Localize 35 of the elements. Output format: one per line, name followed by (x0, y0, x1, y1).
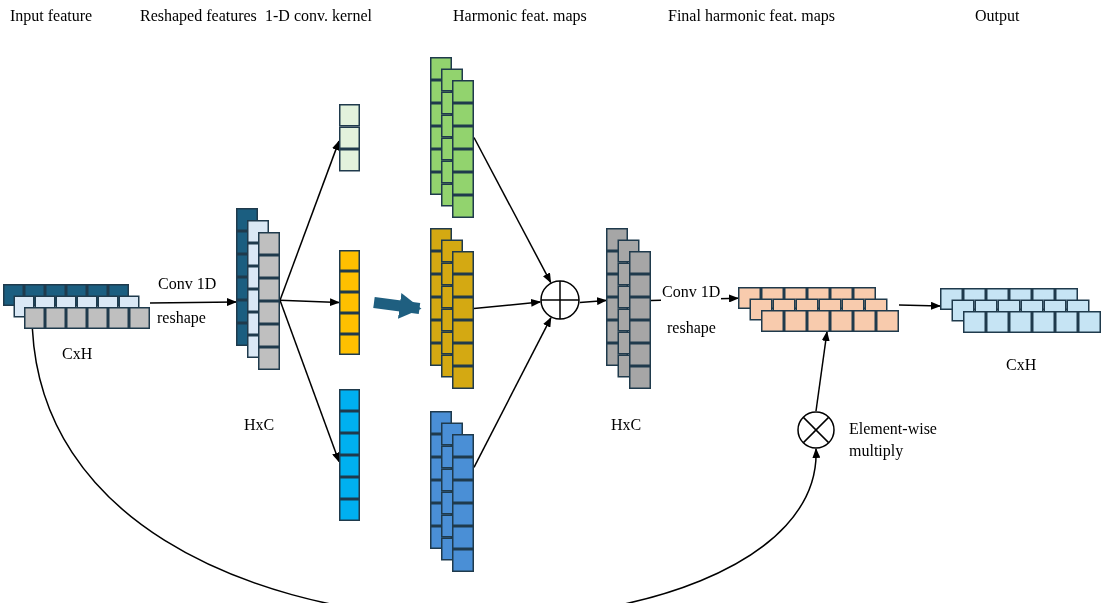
arrow (898, 301, 941, 310)
column-heading: Input feature (10, 6, 93, 27)
harmonic-map-stack (430, 228, 474, 389)
kernel-column (339, 389, 360, 521)
dimension-label: HxC (611, 415, 643, 435)
arrow (579, 297, 607, 306)
multiply-circle (797, 411, 835, 449)
column-heading: 1-D conv. kernel (265, 6, 372, 26)
dimension-label: HxC (244, 415, 276, 435)
kernel-column (339, 250, 360, 355)
arrow (279, 299, 340, 463)
input-feature-stack (3, 284, 150, 329)
column-heading: Output (975, 6, 1020, 27)
dimension-label: CxH (62, 344, 94, 364)
operation-label: reshape (157, 308, 206, 329)
output-feature-stack (940, 288, 1101, 333)
column-heading: Reshaped features (140, 6, 257, 27)
block-arrow (373, 293, 422, 319)
harmonic-map-stack (430, 411, 474, 572)
operation-label: Element-wise multiply (849, 419, 938, 462)
sum-circle (540, 280, 580, 320)
arrow (815, 331, 830, 412)
final-feature-stack (738, 287, 899, 332)
dimension-label: CxH (1006, 355, 1038, 375)
column-heading: Final harmonic feat. maps (668, 6, 836, 27)
harmonic-map-stack (430, 57, 474, 218)
arrow (279, 298, 340, 307)
feature-map-stack (606, 228, 651, 389)
arrow (473, 298, 542, 310)
kernel-column (339, 104, 360, 172)
reshaped-feature-stack (236, 208, 280, 370)
arrow (149, 298, 237, 307)
arrow (31, 328, 818, 603)
operation-label: reshape (667, 318, 716, 339)
column-heading: Harmonic feat. maps (453, 6, 587, 27)
